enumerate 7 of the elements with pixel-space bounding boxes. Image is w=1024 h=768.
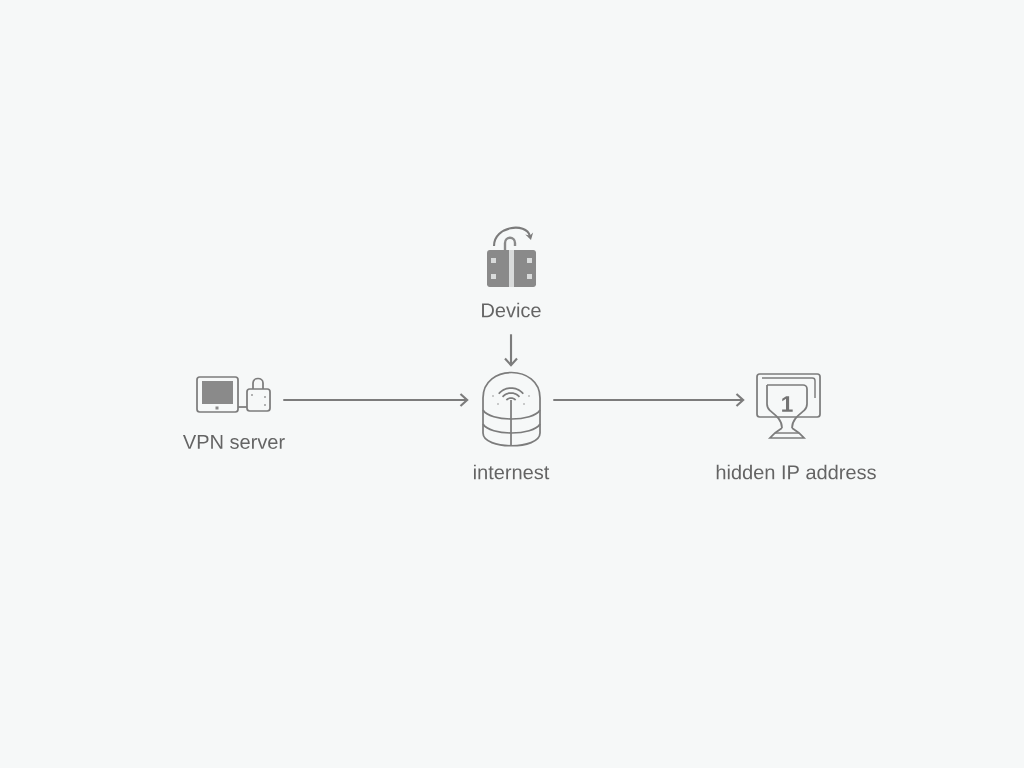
arrow [553, 393, 745, 407]
arrow [504, 334, 518, 367]
node-label: internest [474, 464, 550, 480]
node-label: VPN server [182, 435, 285, 449]
arrow [283, 393, 469, 407]
node-label: Device [482, 302, 541, 318]
node-label: hidden IP address [716, 464, 876, 480]
